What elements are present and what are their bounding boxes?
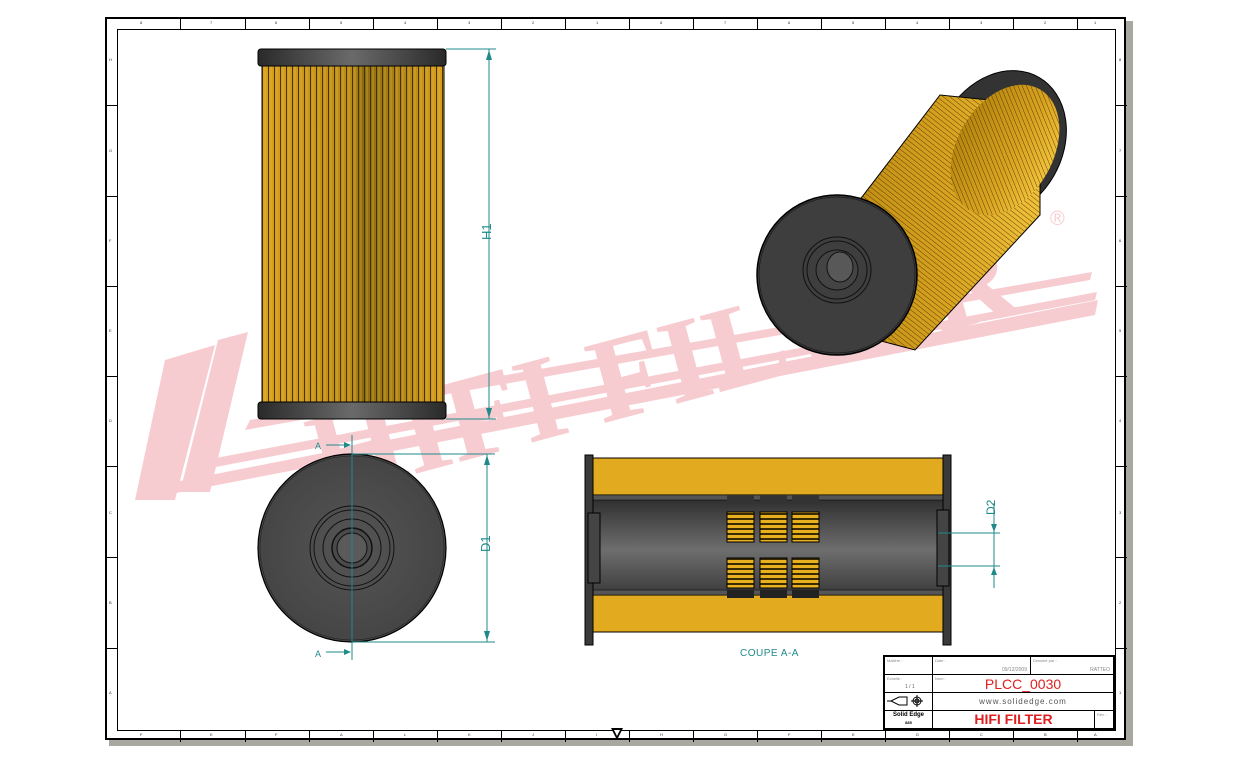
svg-text:®: ® [1050, 208, 1065, 230]
section-caption: COUPE A-A [740, 648, 799, 659]
front-view: H1 [257, 48, 496, 420]
date-cell: Date : 09/12/2009 [933, 657, 1031, 675]
end-view: A A D1 [257, 435, 495, 660]
projection-cell [885, 693, 933, 711]
designer-value: RATTEO [1090, 667, 1110, 673]
company-name: HIFI FILTER [974, 711, 1053, 727]
material-cell: Matière : [885, 657, 933, 675]
revision-cell: Rév. : [1097, 712, 1108, 717]
software-name: Solid Edge [892, 712, 924, 718]
website-text: www.solidedge.com [979, 697, 1067, 706]
section-marker-top: A [315, 441, 321, 451]
date-value: 09/12/2009 [1001, 667, 1027, 673]
section-marker-bottom: A [315, 649, 321, 659]
drawing-title: PLCC_0030 [984, 676, 1062, 692]
title-block: Matière : Date : 09/12/2009 Dessiné par … [883, 655, 1115, 730]
software-cell: Solid Edge 885 [885, 711, 933, 728]
section-view: D2 [584, 454, 1000, 646]
isometric-view [756, 70, 1067, 356]
bottom-end-cap [257, 401, 447, 420]
dimension-h1-label: H1 [479, 223, 494, 240]
dimension-d1-label: D1 [478, 535, 493, 552]
company-cell: HIFI FILTER [933, 711, 1095, 728]
website-cell: www.solidedge.com [933, 693, 1113, 711]
projection-symbol-icon [887, 695, 923, 707]
scale-cell: Echelle : 1 / 1 [885, 675, 933, 693]
dimension-d2-label: D2 [984, 499, 998, 515]
designer-cell: Dessiné par : RATTEO [1031, 657, 1113, 675]
name-cell: Nom : PLCC_0030 [933, 675, 1113, 693]
center-mark-icon [611, 728, 623, 740]
top-end-cap [257, 48, 447, 67]
scale-value: 1 / 1 [905, 684, 915, 690]
